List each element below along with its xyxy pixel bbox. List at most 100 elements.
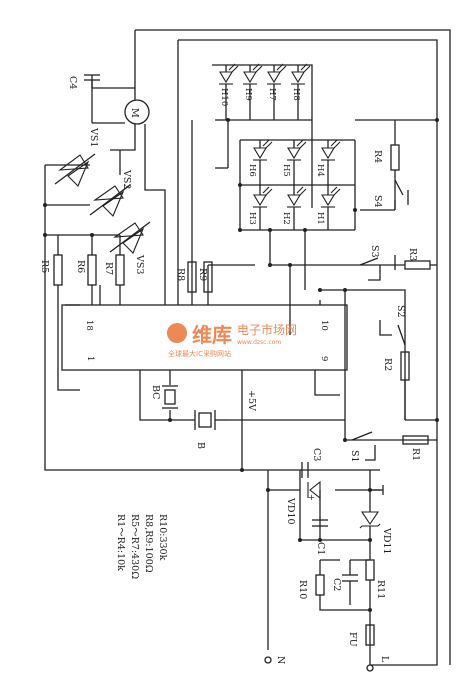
- h6-label: H6: [247, 164, 257, 177]
- led-h7: H7: [267, 63, 287, 120]
- r6-label: R6: [75, 260, 86, 273]
- r3-label: R3: [407, 248, 418, 261]
- resistor-r5: R5: [39, 254, 63, 286]
- watermark-tagline: 全球最大IC采购网站: [168, 349, 231, 358]
- r11-label: R11: [375, 580, 386, 599]
- h8-label: H8: [291, 88, 301, 101]
- junction-dots: [43, 118, 439, 612]
- r5-label: R5: [39, 260, 50, 273]
- led-array: H10 H9 H7 H8 H6: [219, 63, 341, 230]
- watermark-logo-icon: [167, 323, 187, 343]
- r7-label: R7: [103, 262, 114, 275]
- r1-label: R1: [410, 448, 421, 461]
- svg-text:+: +: [308, 493, 315, 503]
- vs2-label: VS2: [121, 169, 132, 189]
- vd11-label: VD11: [381, 527, 392, 555]
- h1-label: H1: [315, 212, 325, 225]
- resistor-r8: R8: [175, 261, 197, 293]
- switch-s2: S2: [379, 305, 406, 346]
- switch-s4: S4: [372, 179, 409, 210]
- triac-vs3: VS3: [109, 221, 151, 274]
- h3-label: H3: [247, 212, 257, 225]
- switch-s3: S3: [359, 245, 381, 281]
- capacitor-c3: C3: [301, 448, 322, 478]
- resistor-r7: R7: [103, 254, 125, 286]
- term-n-label: N: [275, 656, 286, 664]
- ic-chip: 18 10 1 9 +5V: [61, 304, 348, 411]
- ic-pin-10: 10: [319, 320, 329, 331]
- s4-label: S4: [372, 195, 383, 208]
- watermark-brand: 维库: [192, 323, 232, 347]
- c4-label: C4: [67, 76, 78, 89]
- r2-label: R2: [382, 358, 393, 371]
- h2-label: H2: [281, 212, 291, 225]
- vd10-label: VD10: [285, 497, 296, 525]
- resistor-r11: R11: [365, 559, 386, 599]
- vs1-label: VS1: [88, 127, 99, 147]
- vcc-label: +5V: [246, 390, 257, 411]
- resistor-r10: R10: [297, 574, 325, 599]
- resistor-r4: R4: [372, 144, 400, 171]
- led-h1: H1: [315, 185, 341, 230]
- led-h8: H8: [291, 63, 311, 120]
- capacitor-c2: C2: [331, 574, 358, 595]
- resistor-r2: R2: [382, 351, 410, 381]
- s1-label: S1: [349, 450, 360, 463]
- h5-label: H5: [281, 164, 291, 177]
- resistor-r9: R9: [197, 261, 213, 293]
- resistor-r3: R3: [404, 248, 437, 270]
- switch-s1: S1: [349, 431, 376, 463]
- capacitor-c4: C4: [67, 74, 100, 105]
- c3-label: C3: [311, 448, 322, 461]
- led-h6: H6: [247, 139, 273, 185]
- note-line-1: R1～R4:10k: [115, 514, 126, 571]
- term-l-label: L: [379, 656, 390, 663]
- s3-label: S3: [369, 245, 380, 258]
- ic-pin-9: 9: [319, 356, 329, 361]
- crystal-bc: BC: [150, 385, 178, 409]
- fu-label: FU: [347, 632, 358, 647]
- h10-label: H10: [219, 88, 229, 106]
- watermark-title: 电子市场网: [237, 322, 297, 337]
- resistor-r1: R1: [402, 435, 429, 461]
- fuse-fu: FU: [347, 620, 375, 650]
- h9-label: H9: [243, 88, 253, 101]
- r10-label: R10: [297, 580, 308, 599]
- r8-label: R8: [175, 268, 186, 281]
- c2-label: C2: [331, 578, 342, 591]
- wiring: [44, 29, 451, 666]
- watermark-url: www.dzsc.com: [237, 339, 281, 346]
- zener-vd11: VD11: [359, 485, 392, 555]
- note-line-2: R5～R7:430Ω: [129, 514, 140, 579]
- triac-vs1: VS1: [54, 127, 99, 187]
- led-h4: H4: [315, 139, 341, 185]
- motor: M: [124, 99, 150, 125]
- b-label: B: [195, 442, 206, 449]
- r9-label: R9: [197, 268, 208, 281]
- ic-pin-1: 1: [85, 356, 95, 361]
- terminal-n: N: [264, 656, 286, 664]
- note-line-3: R8,R9:100Ω: [143, 514, 154, 573]
- triac-vs2: VS2: [89, 169, 132, 217]
- ic-pin-18: 18: [84, 320, 94, 331]
- s2-label: S2: [395, 305, 406, 318]
- terminal-l: L: [366, 656, 390, 672]
- note-line-4: R10:330k: [157, 514, 168, 561]
- resistor-r6: R6: [75, 254, 97, 286]
- led-h3: H3: [247, 185, 273, 230]
- led-h2: H2: [281, 185, 307, 230]
- buzzer-b: B: [194, 410, 230, 449]
- component-values-note: R1～R4:10k R5～R7:430Ω R8,R9:100Ω R10:330k: [115, 514, 168, 579]
- motor-label: M: [129, 108, 140, 118]
- led-h9: H9: [243, 63, 263, 120]
- led-h10: H10: [219, 63, 239, 120]
- capacitor-c1: + C1: [308, 493, 328, 555]
- watermark: 维库 电子市场网 www.dzsc.com 全球最大IC采购网站: [167, 322, 297, 358]
- c1-label: C1: [315, 542, 326, 555]
- diode-vd10: VD10: [285, 480, 321, 525]
- bc-label: BC: [150, 385, 161, 399]
- h7-label: H7: [267, 88, 277, 101]
- h4-label: H4: [315, 164, 325, 177]
- vs3-label: VS3: [134, 254, 145, 274]
